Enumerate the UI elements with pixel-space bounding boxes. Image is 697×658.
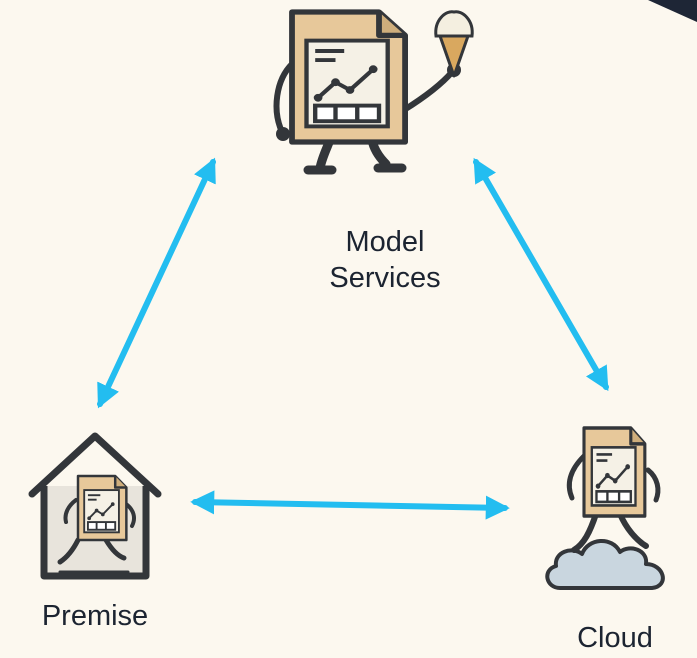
arrow-model-cloud bbox=[473, 157, 609, 392]
file-mascot-with-ice-cream-icon bbox=[273, 12, 474, 175]
model-services-label: Model Services bbox=[290, 224, 480, 296]
model-services-label-line1: Model bbox=[345, 226, 425, 258]
model-services-label-line2: Services bbox=[329, 262, 441, 294]
arrow-premise-model bbox=[97, 157, 216, 409]
file-mascot-on-cloud-icon bbox=[545, 426, 665, 590]
premise-label: Premise bbox=[41, 600, 149, 632]
arrow-premise-cloud bbox=[190, 490, 510, 520]
file-mascot-in-house-icon bbox=[28, 432, 162, 580]
corner-decoration bbox=[648, 0, 697, 22]
cloud-label: Cloud bbox=[577, 622, 653, 654]
